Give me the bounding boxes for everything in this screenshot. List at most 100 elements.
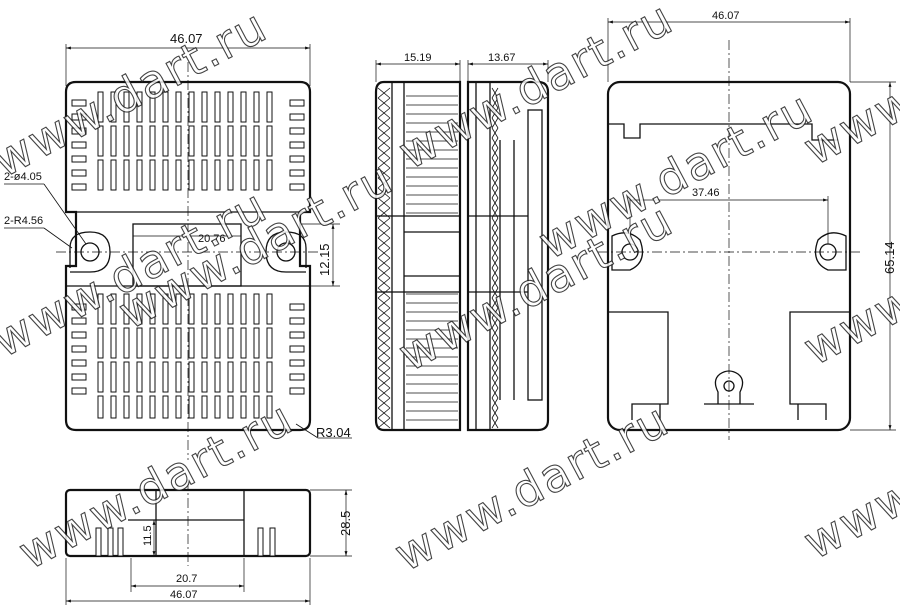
vent-slot	[214, 327, 221, 359]
vent-slot	[175, 361, 182, 393]
vent-slot	[266, 293, 273, 325]
vent-slot	[253, 395, 260, 419]
vent-slot	[71, 169, 87, 177]
ventilation-slots	[71, 91, 305, 419]
vent-slot	[123, 361, 130, 393]
back-width-dim: 46.07	[712, 10, 740, 22]
vent-slot	[136, 395, 143, 419]
vent-slot	[110, 361, 117, 393]
bottom-inner-height-dim: 11.5	[142, 525, 154, 546]
vent-slot	[71, 359, 87, 367]
vent-slot	[188, 125, 195, 157]
vent-slot	[289, 141, 305, 149]
vent-slot	[289, 155, 305, 163]
vent-slot	[71, 99, 87, 107]
vent-slot	[97, 159, 104, 191]
vent-slot	[201, 361, 208, 393]
vent-slot	[175, 395, 182, 419]
vent-slot	[136, 125, 143, 157]
vent-slot	[227, 293, 234, 325]
vent-slot	[175, 327, 182, 359]
window-width-dim: 20.76	[198, 233, 226, 245]
vent-slot	[227, 125, 234, 157]
side-right-width-dim: 13.67	[488, 52, 516, 64]
vent-slot	[162, 293, 169, 325]
vent-slot	[97, 361, 104, 393]
vent-slot	[227, 159, 234, 191]
vent-slot	[240, 395, 247, 419]
vent-slot	[149, 159, 156, 191]
vent-slot	[71, 155, 87, 163]
vent-slot	[149, 395, 156, 419]
vent-slot	[240, 159, 247, 191]
vent-slot	[162, 159, 169, 191]
side-view: 15.19 13.67	[374, 52, 550, 432]
vent-slot	[71, 113, 87, 121]
vent-slot	[289, 387, 305, 395]
vent-slot	[71, 317, 87, 325]
vent-slot	[240, 293, 247, 325]
vent-slot	[110, 327, 117, 359]
vent-slot	[266, 125, 273, 157]
vent-slot	[289, 373, 305, 381]
vent-slot	[149, 361, 156, 393]
vent-slot	[149, 91, 156, 123]
vent-slot	[149, 293, 156, 325]
vent-slot	[188, 91, 195, 123]
vent-slot	[289, 99, 305, 107]
vent-slot	[123, 91, 130, 123]
vent-slot	[240, 361, 247, 393]
front-view: 46.07 20.76 2-ø4.05 2-R4.56 12.15	[4, 31, 352, 460]
vent-slot	[214, 395, 221, 419]
vent-slot	[162, 125, 169, 157]
vent-slot	[71, 345, 87, 353]
bottom-view: 11.5 28.5 20.7 46.07	[64, 480, 353, 605]
vent-slot	[123, 327, 130, 359]
front-width-dim: 46.07	[170, 31, 203, 46]
vent-slot	[123, 125, 130, 157]
vent-slot	[188, 361, 195, 393]
vent-slot	[175, 125, 182, 157]
vent-slot	[227, 91, 234, 123]
vent-slot	[110, 395, 117, 419]
vent-slot	[97, 327, 104, 359]
vent-slot	[162, 395, 169, 419]
vent-slot	[289, 331, 305, 339]
vent-slot	[71, 387, 87, 395]
vent-slot	[289, 303, 305, 311]
vent-slot	[110, 293, 117, 325]
vent-slot	[175, 293, 182, 325]
vent-slot	[162, 327, 169, 359]
vent-slot	[71, 183, 87, 191]
vent-slot	[97, 395, 104, 419]
vent-slot	[97, 91, 104, 123]
vent-slot	[97, 293, 104, 325]
vent-slot	[266, 395, 273, 419]
vent-slot	[266, 159, 273, 191]
vent-slot	[214, 361, 221, 393]
vent-slot	[175, 91, 182, 123]
vent-slot	[136, 91, 143, 123]
vent-slot	[289, 183, 305, 191]
vent-slot	[253, 125, 260, 157]
vent-slot	[71, 373, 87, 381]
vent-slot	[71, 141, 87, 149]
vent-slot	[240, 125, 247, 157]
vent-slot	[123, 395, 130, 419]
vent-slot	[227, 395, 234, 419]
back-height-dim: 65.14	[882, 241, 897, 274]
vent-slot	[214, 125, 221, 157]
radius-dim-label: 2-R4.56	[4, 215, 43, 227]
corner-radius-dim: R3.04	[316, 425, 351, 440]
vent-slot	[227, 361, 234, 393]
vent-slot	[71, 331, 87, 339]
vent-slot	[136, 361, 143, 393]
vent-slot	[253, 159, 260, 191]
vent-slot	[227, 327, 234, 359]
vent-slot	[214, 293, 221, 325]
vent-slot	[289, 127, 305, 135]
bottom-window-width-dim: 20.7	[176, 573, 197, 585]
vent-slot	[253, 293, 260, 325]
vent-slot	[110, 91, 117, 123]
vent-slot	[162, 91, 169, 123]
